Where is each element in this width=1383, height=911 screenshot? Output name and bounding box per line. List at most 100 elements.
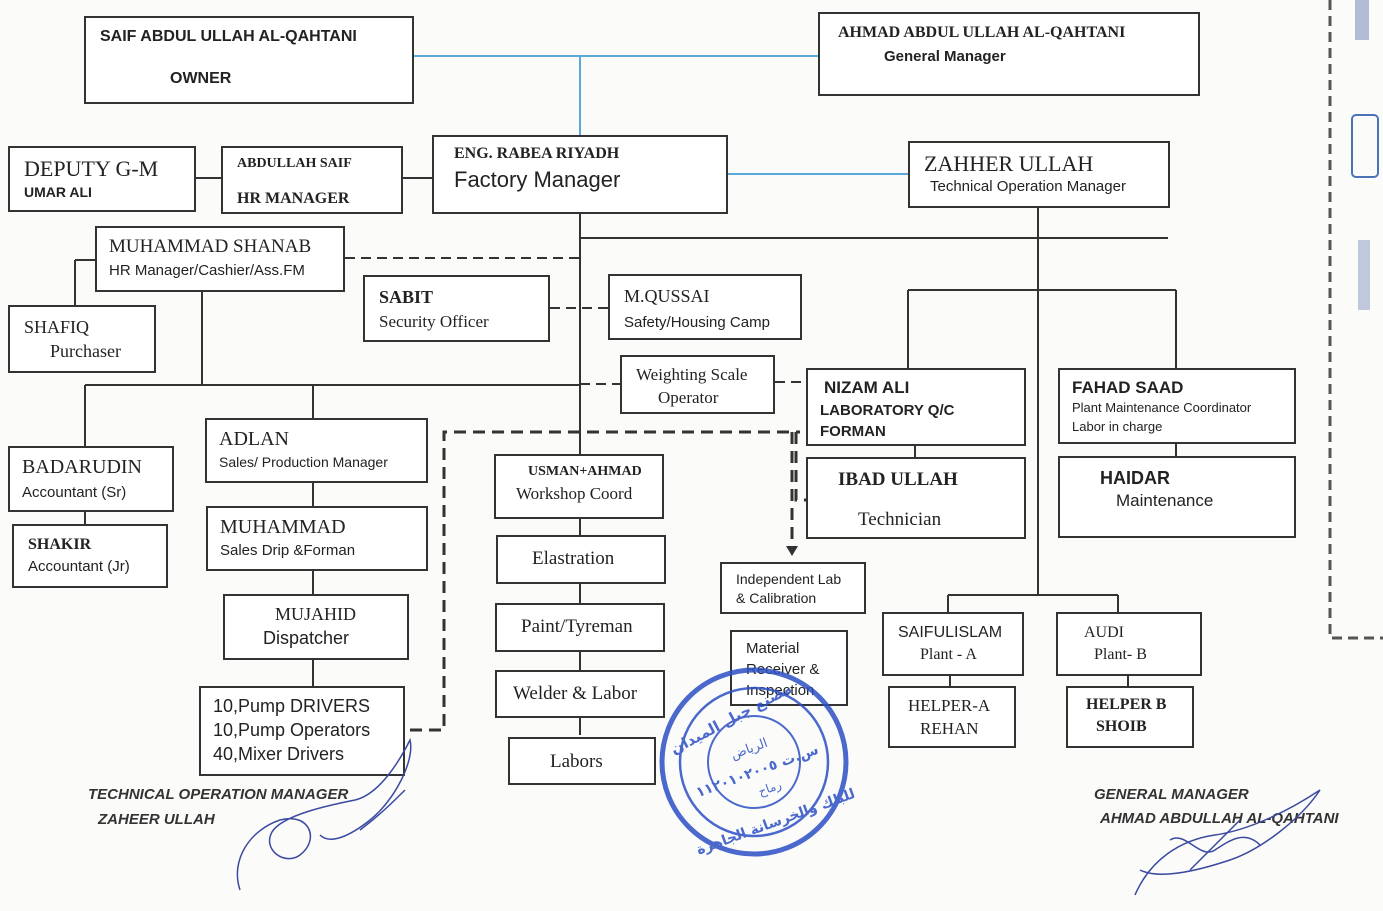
elastration-label: Elastration: [532, 548, 615, 569]
sabit-role: Security Officer: [379, 312, 489, 331]
hr-manager-box: ABDULLAH SAIF HR MANAGER: [221, 146, 403, 214]
indep-line2: & Calibration: [736, 590, 817, 606]
mujahid-role: Dispatcher: [263, 628, 350, 648]
drivers-line2: 10,Pump Operators: [213, 720, 371, 740]
shanab-role: HR Manager/Cashier/Ass.FM: [109, 262, 305, 279]
haidar-box: HAIDAR Maintenance: [1058, 456, 1296, 538]
paint-label: Paint/Tyreman: [521, 616, 633, 637]
shakir-role: Accountant (Jr): [28, 558, 130, 575]
owner-box: SAIF ABDUL ULLAH AL-QAHTANI OWNER: [84, 16, 414, 104]
welder-label: Welder & Labor: [513, 683, 638, 704]
fahad-box: FAHAD SAAD Plant Maintenance Coordinator…: [1058, 368, 1296, 444]
audi-role: Plant- B: [1094, 646, 1147, 663]
ibad-name: IBAD ULLAH: [838, 469, 958, 490]
helper-a-box: HELPER-A REHAN: [888, 686, 1016, 748]
deputy-gm-box: DEPUTY G-M UMAR ALI: [8, 146, 196, 212]
fahad-line2: Plant Maintenance Coordinator: [1072, 400, 1252, 415]
tech-name: ZAHHER ULLAH: [924, 151, 1094, 176]
left-signature-name: ZAHEER ULLAH: [98, 811, 215, 828]
material-line2: Receiver &: [746, 661, 820, 678]
ibad-role: Technician: [858, 509, 942, 530]
muhammad-box: MUHAMMAD Sales Drip &Forman: [206, 506, 428, 571]
factory-manager-box: ENG. RABEA RIYADH Factory Manager: [432, 135, 728, 214]
paint-box: Paint/Tyreman: [495, 603, 665, 652]
workshop-box: USMAN+AHMAD Workshop Coord: [494, 454, 664, 519]
ibad-box: IBAD ULLAH Technician: [806, 457, 1026, 539]
qussai-role: Safety/Housing Camp: [624, 314, 770, 331]
left-signature-title: TECHNICAL OPERATION MANAGER: [88, 786, 349, 803]
shanab-name: MUHAMMAD SHANAB: [109, 236, 312, 257]
adlan-role: Sales/ Production Manager: [219, 454, 388, 470]
material-line3: Inspection: [746, 682, 815, 699]
right-signature-title: GENERAL MANAGER: [1094, 786, 1249, 803]
haidar-role: Maintenance: [1116, 491, 1214, 510]
hr-name: ABDULLAH SAIF: [237, 156, 352, 171]
audi-box: AUDI Plant- B: [1056, 612, 1202, 676]
nizam-name: NIZAM ALI: [824, 378, 910, 397]
weighting-scale-box: Weighting Scale Operator: [620, 355, 775, 414]
deputy-title: DEPUTY G-M: [24, 156, 159, 181]
tech-manager-box: ZAHHER ULLAH Technical Operation Manager: [908, 141, 1170, 208]
helperA-role: REHAN: [920, 719, 979, 738]
drivers-box: 10,Pump DRIVERS 10,Pump Operators 40,Mix…: [199, 686, 405, 776]
shafiq-box: SHAFIQ Purchaser: [8, 305, 156, 373]
sabit-box: SABIT Security Officer: [363, 275, 550, 342]
qussai-name: M.QUSSAI: [624, 286, 710, 306]
material-box: Material Receiver & Inspection: [730, 630, 848, 706]
deputy-name: UMAR ALI: [24, 184, 92, 200]
nizam-line3: FORMAN: [820, 423, 886, 440]
weigh-line1: Weighting Scale: [636, 365, 748, 384]
shanab-box: MUHAMMAD SHANAB HR Manager/Cashier/Ass.F…: [95, 226, 345, 292]
shakir-box: SHAKIR Accountant (Jr): [12, 524, 168, 588]
saiful-name: SAIFULISLAM: [898, 624, 1003, 641]
shafiq-name: SHAFIQ: [24, 317, 90, 337]
haidar-name: HAIDAR: [1100, 468, 1170, 488]
adlan-box: ADLAN Sales/ Production Manager: [205, 418, 428, 483]
fahad-name: FAHAD SAAD: [1072, 378, 1184, 397]
drivers-line3: 40,Mixer Drivers: [213, 744, 345, 764]
audi-name: AUDI: [1084, 624, 1124, 641]
labors-box: Labors: [508, 737, 656, 785]
factory-name: ENG. RABEA RIYADH: [454, 145, 620, 162]
gm-name: AHMAD ABDUL ULLAH AL-QAHTANI: [838, 24, 1126, 41]
weigh-line2: Operator: [658, 388, 719, 407]
factory-role: Factory Manager: [454, 167, 621, 192]
badar-role: Accountant (Sr): [22, 484, 127, 501]
sabit-name: SABIT: [379, 287, 434, 307]
material-line1: Material: [746, 640, 800, 657]
adlan-name: ADLAN: [219, 428, 289, 450]
fahad-line3: Labor in charge: [1072, 419, 1163, 434]
nizam-box: NIZAM ALI LABORATORY Q/C FORMAN: [806, 368, 1026, 446]
gm-role: General Manager: [884, 48, 1006, 65]
helperB-role: SHOIB: [1096, 718, 1147, 735]
shakir-name: SHAKIR: [28, 536, 92, 553]
qussai-box: M.QUSSAI Safety/Housing Camp: [608, 274, 802, 340]
muhammad-name: MUHAMMAD: [220, 516, 346, 538]
saifulislam-box: SAIFULISLAM Plant - A: [882, 612, 1024, 676]
workshop-name: USMAN+AHMAD: [528, 464, 642, 479]
drivers-line1: 10,Pump DRIVERS: [213, 696, 371, 716]
independent-lab-box: Independent Lab & Calibration: [720, 562, 866, 614]
badarudin-box: BADARUDIN Accountant (Sr): [8, 446, 174, 512]
helperA-name: HELPER-A: [908, 696, 991, 715]
labors-label: Labors: [550, 751, 603, 772]
hr-role: HR MANAGER: [237, 190, 350, 207]
badar-name: BADARUDIN: [22, 456, 142, 478]
nizam-line2: LABORATORY Q/C: [820, 402, 955, 419]
indep-line1: Independent Lab: [736, 571, 842, 587]
welder-box: Welder & Labor: [495, 670, 665, 718]
shafiq-role: Purchaser: [50, 341, 121, 361]
helper-b-box: HELPER B SHOIB: [1066, 686, 1194, 748]
right-signature-name: AHMAD ABDULLAH AL-QAHTANI: [1100, 810, 1339, 827]
saiful-role: Plant - A: [920, 646, 977, 663]
helperB-name: HELPER B: [1086, 696, 1167, 713]
tech-role: Technical Operation Manager: [930, 178, 1126, 195]
workshop-role: Workshop Coord: [516, 484, 633, 503]
owner-role: OWNER: [170, 70, 232, 87]
elastration-box: Elastration: [496, 535, 666, 584]
muhammad-role: Sales Drip &Forman: [220, 542, 356, 559]
mujahid-box: MUJAHID Dispatcher: [223, 594, 409, 660]
mujahid-name: MUJAHID: [275, 604, 356, 624]
owner-name: SAIF ABDUL ULLAH AL-QAHTANI: [100, 28, 357, 45]
general-manager-box: AHMAD ABDUL ULLAH AL-QAHTANI General Man…: [818, 12, 1200, 96]
